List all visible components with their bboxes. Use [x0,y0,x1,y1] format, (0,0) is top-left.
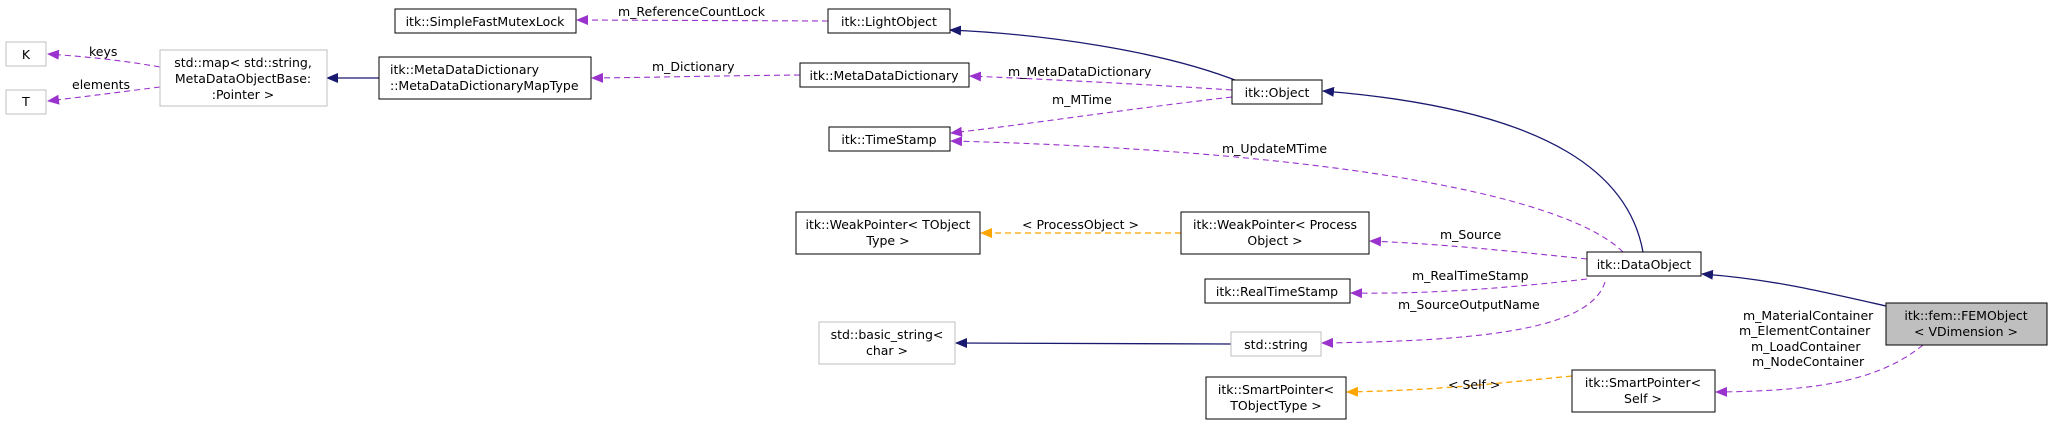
edge-object-lightobject [949,25,1241,83]
node-std-map[interactable]: std::map< std::string, MetaDataObjectBas… [159,49,328,107]
edge-m-meta-data-dictionary [969,71,1233,91]
node-k[interactable]: K [5,41,47,67]
node-basic-string[interactable]: std::basic_string< char > [818,321,956,365]
edge-m-source [1369,236,1588,260]
label-m-element-container: m_ElementContainer [1739,323,1871,338]
node-light-object[interactable]: itk::LightObject [827,8,951,34]
node-smart-pointer-self-line-1: itk::SmartPointer< [1585,375,1701,390]
node-mdd-map-type-line-2: ::MetaDataDictionaryMapType [390,78,579,93]
edge-elements [47,86,161,105]
label-m-real-time-stamp: m_RealTimeStamp [1412,268,1529,283]
edge-m-update-mtime [950,136,1624,253]
edges [47,15,1924,397]
edge-m-source-output-name [1321,281,1606,348]
node-weak-pointer-process-line-1: itk::WeakPointer< Process [1193,217,1357,232]
node-simple-fast-mutex-lock[interactable]: itk::SimpleFastMutexLock [394,8,577,34]
edge-labels: keys elements m_ReferenceCountLock m_Dic… [72,4,1874,392]
node-mdd-map-type[interactable]: itk::MetaDataDictionary ::MetaDataDictio… [378,56,592,100]
edge-m-real-time-stamp [1350,278,1588,299]
edge-femobject-dataobject [1701,269,1887,307]
edge-m-dictionary [591,72,801,83]
label-m-load-container: m_LoadContainer [1751,339,1861,354]
label-process-object: < ProcessObject > [1022,217,1139,232]
node-std-string[interactable]: std::string [1230,331,1322,357]
node-data-object[interactable]: itk::DataObject [1586,251,1702,277]
edge-self [1346,375,1573,397]
edge-m-reference-count-lock [576,15,829,26]
label-m-material-container: m_MaterialContainer [1743,308,1874,323]
node-object-label: itk::Object [1245,85,1310,100]
node-meta-data-dictionary-label: itk::MetaDataDictionary [809,68,959,83]
label-m-dictionary: m_Dictionary [652,59,735,74]
node-std-map-line-1: std::map< std::string, [174,55,312,70]
node-simple-fast-mutex-lock-label: itk::SimpleFastMutexLock [406,14,566,29]
label-m-node-container: m_NodeContainer [1752,354,1865,369]
edge-string-basicstring [955,338,1232,349]
node-std-string-label: std::string [1244,337,1308,352]
label-self: < Self > [1448,377,1500,392]
node-basic-string-line-1: std::basic_string< [831,327,944,342]
node-weak-pointer-process-line-2: Object > [1247,233,1302,248]
node-data-object-label: itk::DataObject [1597,257,1692,272]
label-elements: elements [72,77,130,92]
edge-keys [47,49,161,68]
node-weak-pointer-tobject[interactable]: itk::WeakPointer< TObject Type > [795,211,981,255]
node-meta-data-dictionary[interactable]: itk::MetaDataDictionary [799,62,970,88]
edge-m-mtime [950,96,1233,137]
node-std-map-line-2: MetaDataObjectBase: [175,71,311,86]
node-light-object-label: itk::LightObject [841,14,937,29]
label-m-update-mtime: m_UpdateMTime [1222,141,1327,156]
node-time-stamp[interactable]: itk::TimeStamp [828,126,951,152]
label-m-reference-count-lock: m_ReferenceCountLock [618,4,766,19]
label-m-meta-data-dictionary: m_MetaDataDictionary [1008,64,1152,79]
node-smart-pointer-tobject-line-1: itk::SmartPointer< [1218,382,1334,397]
label-m-source: m_Source [1440,227,1502,242]
node-smart-pointer-self-line-2: Self > [1624,391,1662,406]
node-basic-string-line-2: char > [866,343,908,358]
edge-dataobject-object [1322,86,1644,253]
label-m-mtime: m_MTime [1052,92,1112,107]
label-keys: keys [89,44,117,59]
node-time-stamp-label: itk::TimeStamp [841,132,936,147]
node-t-label: T [21,94,30,109]
nodes: K T std::map< std::string, MetaDataObjec… [5,8,2048,420]
node-t[interactable]: T [5,89,47,115]
node-fem-object-line-2: < VDimension > [1914,324,2018,339]
edge-containers [1715,344,1924,397]
node-weak-pointer-tobject-line-2: Type > [865,233,909,248]
node-weak-pointer-tobject-line-1: itk::WeakPointer< TObject [806,217,971,232]
node-fem-object[interactable]: itk::fem::FEMObject < VDimension > [1885,302,2048,346]
node-smart-pointer-self[interactable]: itk::SmartPointer< Self > [1571,369,1716,413]
node-mdd-map-type-line-1: itk::MetaDataDictionary [390,62,540,77]
node-real-time-stamp[interactable]: itk::RealTimeStamp [1204,278,1351,304]
node-k-label: K [22,47,31,62]
node-weak-pointer-process[interactable]: itk::WeakPointer< Process Object > [1180,211,1370,255]
node-fem-object-line-1: itk::fem::FEMObject [1904,308,2027,323]
node-smart-pointer-tobject[interactable]: itk::SmartPointer< TObjectType > [1205,376,1347,420]
label-m-source-output-name: m_SourceOutputName [1398,297,1540,312]
node-std-map-line-3: :Pointer > [212,87,275,102]
node-real-time-stamp-label: itk::RealTimeStamp [1216,284,1338,299]
node-object[interactable]: itk::Object [1231,79,1323,105]
node-smart-pointer-tobject-line-2: TObjectType > [1229,398,1322,413]
